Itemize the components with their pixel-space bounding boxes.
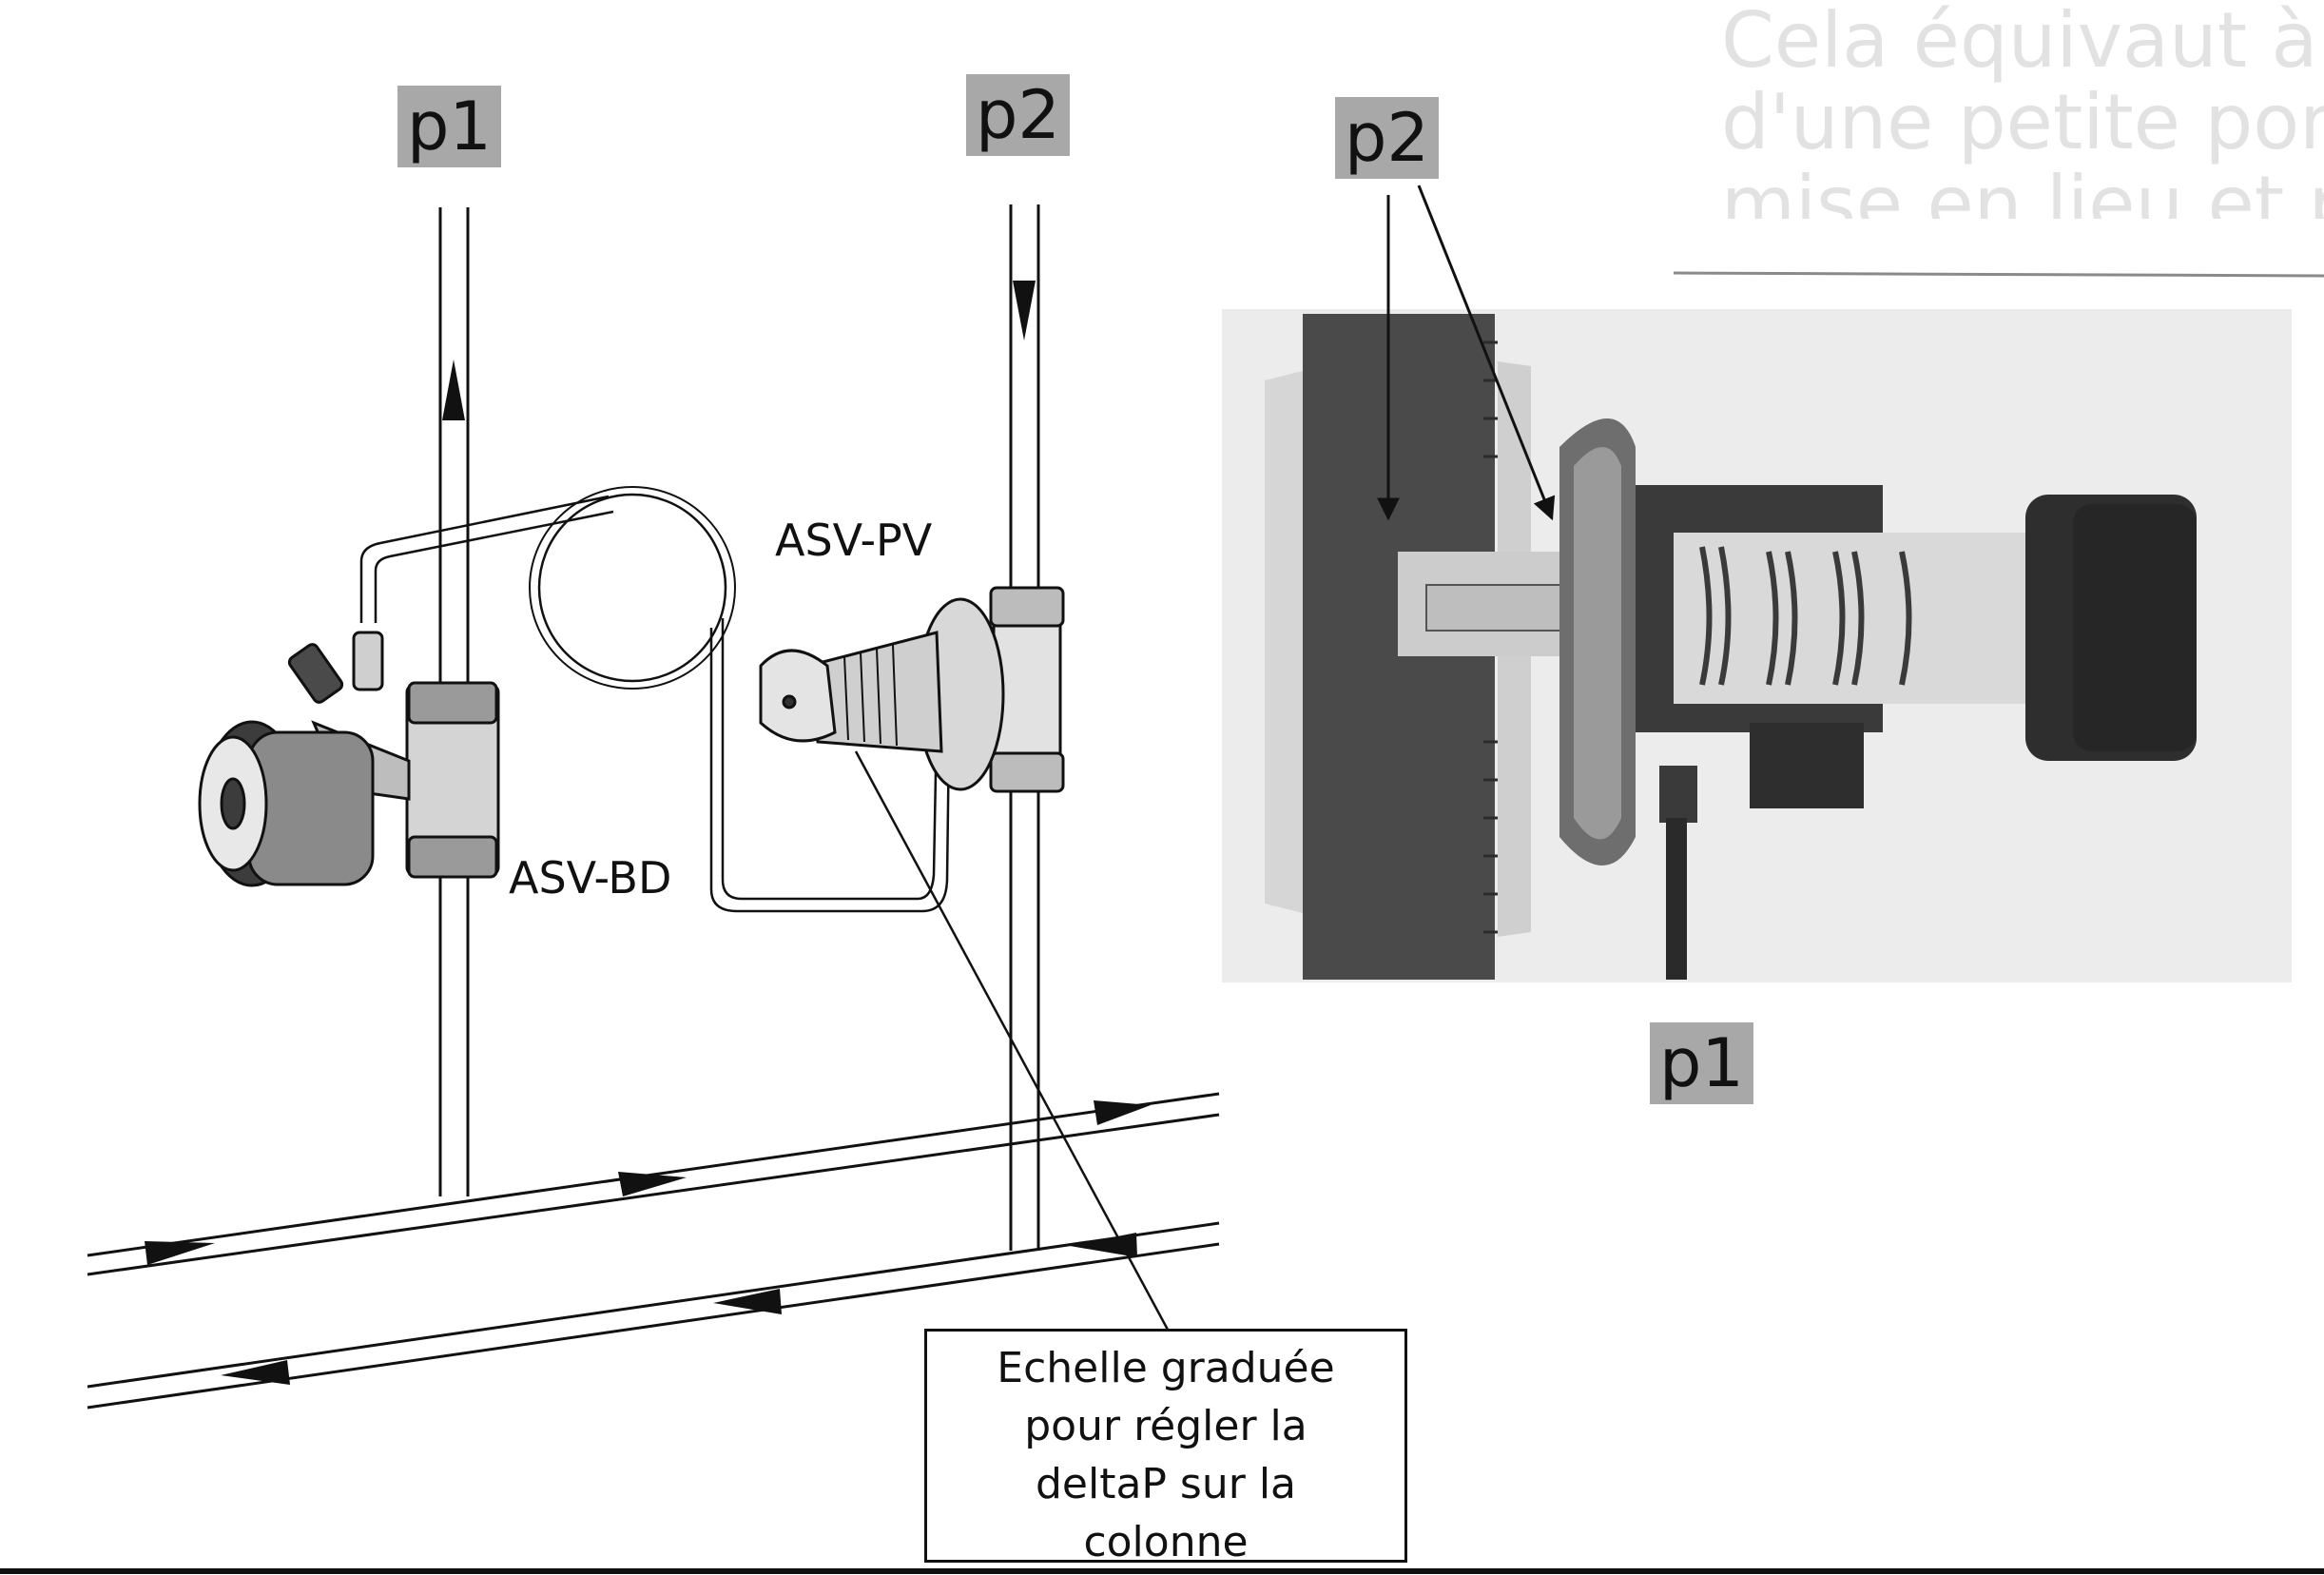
pressure-tag-p2: p2 — [1335, 97, 1439, 179]
flow-arrow-left — [1070, 1233, 1137, 1257]
callout-line: colonne — [1083, 1518, 1249, 1566]
handwheel-body — [247, 730, 375, 886]
capillary-line — [1666, 818, 1687, 980]
pressure-tag-p2: p2 — [966, 74, 1070, 156]
background-text-line: mise en lieu et pla — [1721, 160, 2324, 220]
spring — [1699, 546, 1912, 686]
capillary-loop — [529, 486, 736, 690]
test-nipple — [352, 631, 384, 691]
flow-arrow-left — [221, 1360, 290, 1385]
p2-pointers — [1377, 185, 1556, 521]
capillary-tube — [359, 495, 610, 623]
diaphragm-plate — [1574, 447, 1621, 840]
asv-bd-valve — [198, 631, 500, 887]
callout-line: Echelle graduée — [997, 1344, 1335, 1392]
valve-nut-top — [407, 681, 498, 725]
capillary-tube — [721, 618, 939, 901]
valve-nut-bottom — [407, 835, 498, 879]
fitting-body — [1265, 371, 1303, 913]
pressure-tag-p1: p1 — [1650, 1022, 1753, 1104]
flow-arrow-right — [1094, 1100, 1151, 1125]
leader-line — [854, 750, 1170, 1331]
valve-nut-top — [989, 586, 1065, 628]
supply-pipe — [87, 1113, 1220, 1276]
callout-line: pour régler la — [1024, 1402, 1307, 1450]
handwheel-center — [220, 777, 246, 830]
supply-pipe — [87, 1092, 1220, 1257]
flow-arrow-right — [618, 1172, 687, 1196]
lower-bracket — [1750, 723, 1864, 808]
capillary-loop — [537, 493, 727, 683]
ribs — [843, 644, 898, 747]
asv-pv-label: ASV-PV — [775, 515, 933, 566]
valve-nut-bottom — [989, 751, 1065, 793]
callout-note: Echelle graduée pour régler la deltaP su… — [924, 1329, 1407, 1566]
cutaway-illustration — [1222, 309, 2292, 982]
asv-pv-valve — [759, 586, 1065, 793]
separator-line — [1673, 271, 2324, 278]
flow-arrow-left — [713, 1289, 782, 1314]
thread-marks — [1483, 340, 1498, 934]
capillary-tube — [374, 510, 614, 623]
background-text-line: Cela équivaut à — [1721, 0, 2318, 85]
knob-mark — [782, 694, 797, 710]
flow-arrow-up — [442, 360, 465, 420]
capillary-fitting — [1659, 766, 1697, 823]
setting-knob — [759, 649, 837, 743]
flow-arrows — [145, 281, 1151, 1385]
pressure-tag-p1: p1 — [397, 86, 501, 167]
asv-bd-label: ASV-BD — [509, 852, 672, 904]
knob-grip — [2073, 504, 2197, 751]
flow-arrow-down — [1013, 281, 1036, 340]
flow-arrow-right — [145, 1241, 215, 1265]
background-text-line: d'une petite pomp — [1721, 78, 2324, 166]
callout-line: deltaP sur la — [1035, 1460, 1297, 1508]
drain-cap — [287, 643, 344, 704]
background-text: Cela équivaut à d'une petite pomp mise e… — [1721, 0, 2324, 219]
return-pipe — [87, 1221, 1220, 1389]
capillary-tube — [709, 628, 951, 913]
